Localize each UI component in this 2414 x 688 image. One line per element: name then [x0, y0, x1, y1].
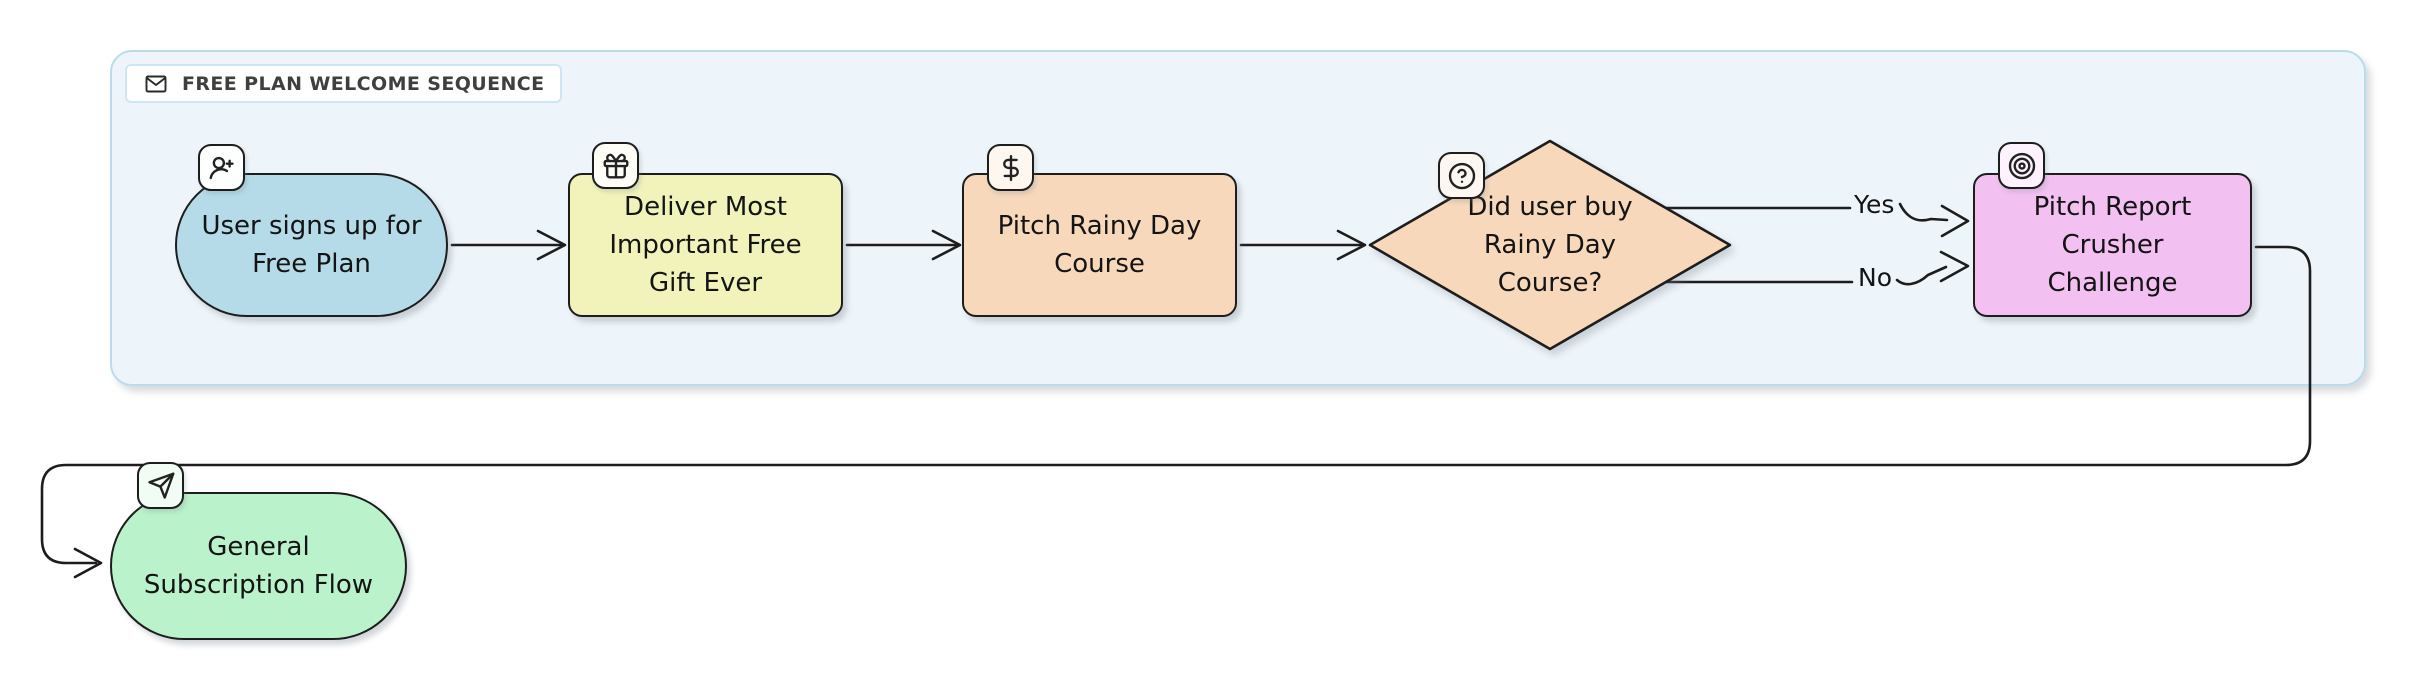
- node-user-signs-up[interactable]: User signs up for Free Plan: [175, 173, 448, 317]
- node-pitch-report-crusher-challenge[interactable]: Pitch Report Crusher Challenge: [1973, 173, 2252, 317]
- node-deliver-gift[interactable]: Deliver Most Important Free Gift Ever: [568, 173, 843, 317]
- node-pitch-rainy-day-course[interactable]: Pitch Rainy Day Course: [962, 173, 1237, 317]
- arrowhead-icon: [536, 229, 567, 261]
- arrowhead-icon: [73, 547, 103, 579]
- question-mark-icon: [1448, 162, 1475, 189]
- edge-no-squiggle: [1895, 265, 1948, 286]
- gift-icon: [603, 153, 628, 178]
- group-title: FREE PLAN WELCOME SEQUENCE: [182, 72, 545, 95]
- edge-label-yes: Yes: [1854, 190, 1895, 219]
- arrowhead-icon: [1336, 229, 1367, 261]
- decision-node-badge: [1438, 152, 1485, 199]
- gift-node-badge: [592, 142, 639, 189]
- group-title-badge: FREE PLAN WELCOME SEQUENCE: [125, 64, 562, 103]
- edge-challenge-to-general: [40, 245, 2312, 565]
- arrowhead-icon: [931, 229, 962, 261]
- edge-yes-squiggle: [1898, 202, 1949, 222]
- edge-label-no: No: [1858, 263, 1892, 292]
- decision-node-label: Did user buy Rainy Day Course?: [1467, 192, 1633, 298]
- general-flow-node-badge: [137, 462, 184, 509]
- dollar-sign-icon: [1002, 154, 1019, 181]
- node-general-subscription-flow[interactable]: General Subscription Flow: [110, 492, 407, 640]
- arrowhead-icon: [1940, 204, 1970, 238]
- paper-plane-icon: [147, 472, 174, 499]
- pitch-course-node-badge: [987, 144, 1034, 191]
- arrowhead-icon: [1939, 250, 1970, 283]
- signup-node-badge: [198, 144, 245, 191]
- target-icon: [2008, 152, 2035, 179]
- challenge-node-badge: [1998, 142, 2045, 189]
- user-plus-icon: [209, 156, 234, 179]
- envelope-icon: [145, 75, 167, 92]
